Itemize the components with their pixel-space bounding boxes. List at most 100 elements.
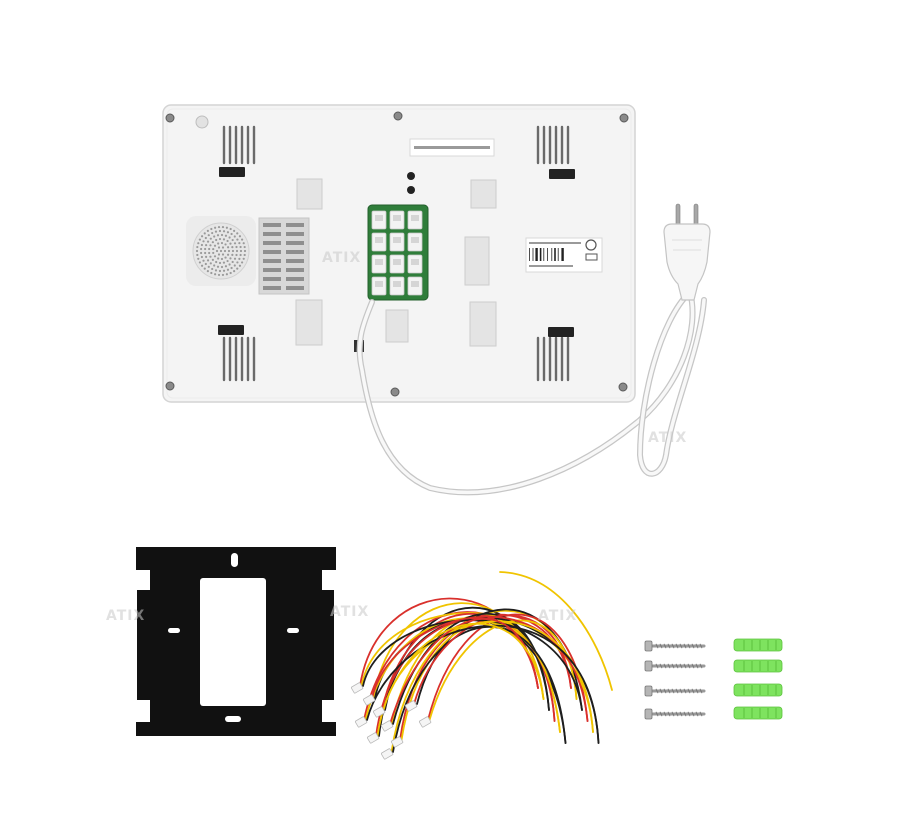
hook-top-left	[219, 167, 245, 177]
speaker-hole	[221, 246, 225, 249]
screw-thread	[671, 643, 675, 649]
plug-body	[663, 223, 711, 301]
barcode-bar	[551, 248, 553, 261]
speaker-hole	[235, 245, 238, 249]
speaker-hole	[226, 231, 230, 234]
speaker-hole	[243, 245, 246, 249]
wire-connector	[355, 716, 368, 728]
terminal-socket	[411, 281, 419, 287]
speaker-hole	[224, 243, 227, 246]
speaker-hole	[215, 260, 218, 264]
screw-thread	[687, 643, 691, 649]
harness-wire	[499, 571, 613, 691]
speaker-hole	[238, 257, 241, 260]
barcode-bar	[561, 248, 564, 261]
screw-thread	[675, 711, 679, 717]
speaker-hole	[230, 266, 233, 270]
speaker-hole	[203, 232, 206, 235]
screw-head	[644, 660, 653, 672]
speaker-hole	[226, 259, 229, 263]
barcode-bar	[554, 248, 556, 261]
bracket-cutout	[200, 578, 266, 706]
speaker-hole	[243, 253, 246, 257]
speaker-hole	[214, 226, 217, 229]
screw-thread	[691, 643, 695, 649]
speaker-hole	[239, 245, 242, 249]
speaker-hole	[214, 269, 218, 272]
screw-thread	[671, 711, 675, 717]
speaker-hole	[222, 230, 226, 233]
speaker-hole	[218, 229, 222, 233]
speaker-hole	[218, 261, 222, 265]
screw-thread	[699, 688, 703, 694]
mount-slot	[385, 309, 409, 343]
speaker-hole	[198, 261, 201, 264]
screw-thread	[687, 663, 691, 669]
label-print-line	[286, 277, 304, 281]
wire-harness	[351, 571, 613, 760]
speaker-hole	[204, 236, 207, 240]
screw-thread	[659, 711, 663, 717]
screw-thread	[695, 663, 699, 669]
harness-wire	[384, 606, 550, 711]
label-print-line	[286, 232, 304, 236]
screw-thread	[663, 663, 667, 669]
speaker-hole	[204, 247, 207, 251]
screw-bottom-right	[618, 382, 628, 392]
wall-dowels	[733, 638, 783, 720]
wall-dowel	[733, 638, 783, 652]
mount-slot	[296, 178, 323, 210]
speaker-hole	[213, 244, 217, 247]
screw-thread	[683, 711, 687, 717]
speaker-hole	[206, 259, 210, 262]
screw-thread	[699, 711, 703, 717]
speaker-hole	[214, 273, 217, 276]
speaker-hole	[218, 237, 222, 241]
speaker-hole	[212, 251, 215, 255]
screw-thread	[667, 643, 671, 649]
label-print-line	[263, 232, 281, 236]
watermark: ATIX	[322, 250, 361, 266]
speaker-hole	[208, 247, 211, 251]
speaker-hole	[228, 263, 231, 266]
bracket-slot-top	[231, 553, 238, 567]
label-print-line	[263, 223, 281, 227]
speaker-hole	[196, 253, 199, 257]
harness-wire	[413, 614, 572, 705]
wall-dowel	[733, 706, 783, 720]
speaker-hole	[220, 233, 224, 237]
speaker-hole	[205, 244, 208, 247]
speaker-hole	[224, 256, 227, 259]
terminal-socket	[393, 259, 401, 265]
monitor-back-panel: ATIX	[162, 104, 636, 403]
speaker-hole	[235, 249, 239, 253]
wire-connector	[363, 694, 376, 706]
screw-thread	[679, 688, 683, 694]
mounting-bracket: ATIX ATIX	[106, 547, 368, 736]
wire-connector	[381, 748, 394, 760]
speaker-hole	[222, 238, 226, 241]
barcode-bar	[532, 248, 534, 261]
screw-thread	[695, 711, 699, 717]
speaker-hole	[206, 240, 210, 243]
speaker-hole	[231, 260, 234, 264]
screw-thread	[675, 663, 679, 669]
terminal-socket	[393, 215, 401, 221]
speaker-hole	[238, 264, 242, 267]
watermark: ATIX	[538, 608, 577, 624]
power-cable: ATIX	[354, 203, 711, 496]
wire-connector	[391, 736, 404, 748]
speaker-hole	[211, 241, 214, 244]
speaker-hole	[222, 261, 226, 264]
speaker-hole	[203, 267, 206, 270]
speaker-hole	[206, 229, 209, 233]
speaker-hole	[196, 245, 199, 249]
speaker-hole	[233, 235, 236, 238]
indicator-hole-2	[407, 186, 415, 194]
speaker-hole	[211, 258, 214, 261]
speaker-hole	[200, 235, 204, 238]
terminal-socket	[375, 237, 383, 243]
speaker-hole	[219, 249, 223, 253]
speaker-hole	[210, 227, 213, 231]
